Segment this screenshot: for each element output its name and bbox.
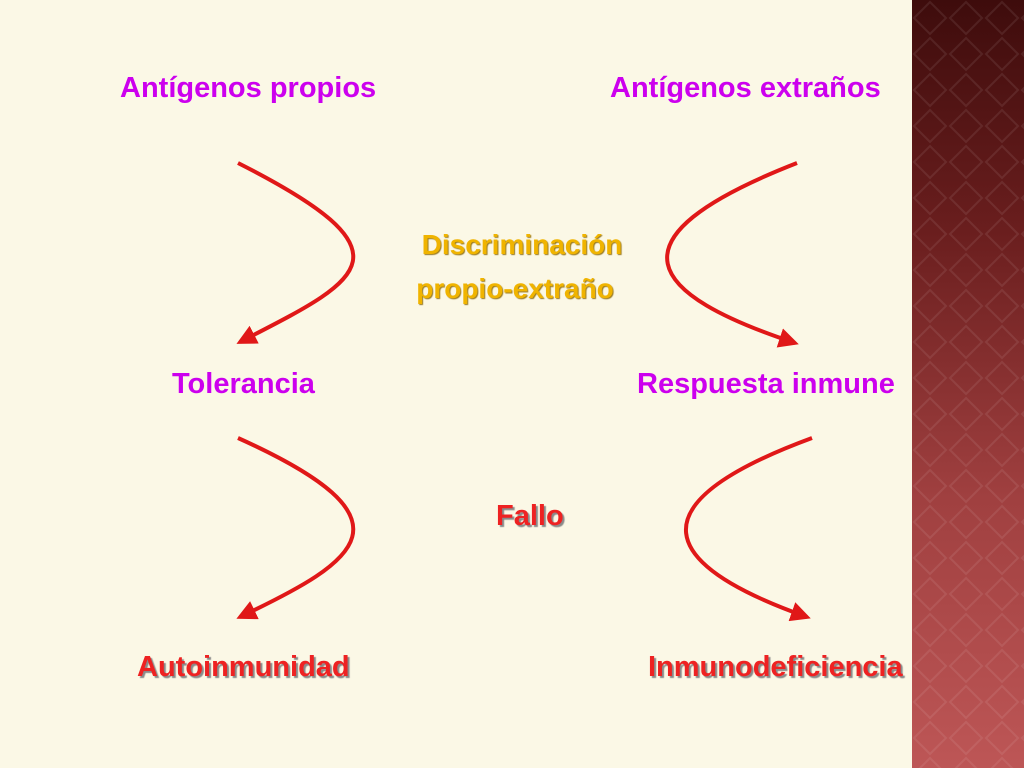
immune-response-label: Respuesta inmune [637,368,895,400]
arrow-response-to-immunodeficiency [683,436,813,622]
discrimination-line2: propio-extraño [416,273,614,304]
tolerance-label: Tolerancia [172,368,315,400]
autoimmunity-label: Autoinmunidad [137,651,350,683]
immunodeficiency-label: Inmunodeficiencia [648,651,903,683]
side-band-pattern [912,0,1024,768]
arrow-self-to-tolerance [236,161,356,344]
arrow-tolerance-to-autoimmunity [236,436,356,620]
failure-label: Fallo [496,500,564,532]
decorative-side-band [912,0,1024,768]
discrimination-line1: Discriminación [421,229,623,260]
arrow-foreign-to-response [665,161,799,348]
self-antigens-label: Antígenos propios [120,72,377,104]
self-nonself-discrimination-label: Discriminación propio-extraño [392,223,652,311]
foreign-antigens-label: Antígenos extraños [610,72,881,104]
